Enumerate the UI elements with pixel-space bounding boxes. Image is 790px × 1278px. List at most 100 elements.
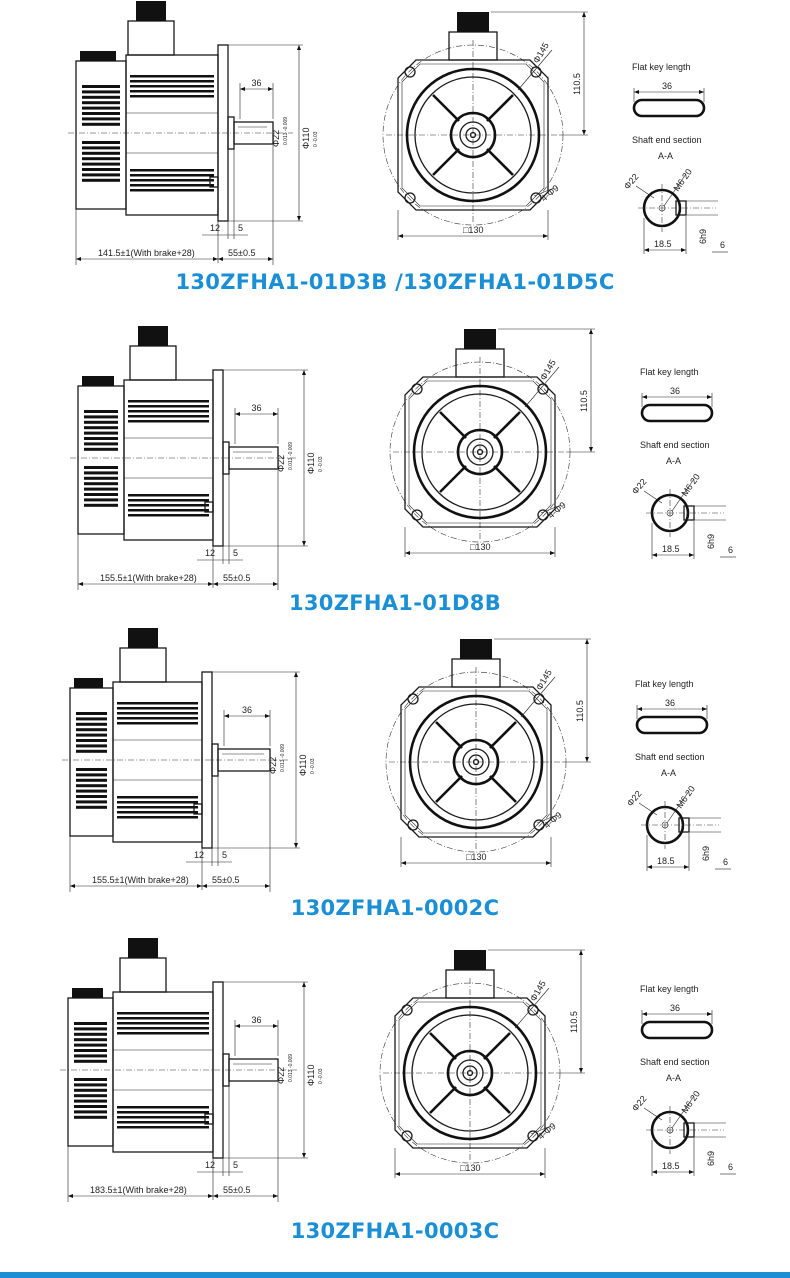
square-flange <box>397 59 549 211</box>
dim-6h9-text: 6h9 <box>706 534 716 549</box>
outer-ring <box>402 1005 538 1141</box>
encoder-rib <box>76 800 107 804</box>
encoder-rib <box>82 95 120 99</box>
dim-6-text: 6 <box>720 240 725 250</box>
body-fin <box>130 95 214 98</box>
encoder-rib <box>76 789 107 793</box>
dim-holes-text: 4-Φ9 <box>539 183 561 204</box>
mounting-hole <box>530 66 542 78</box>
dim-110-5-text: 110.5 <box>569 1011 579 1033</box>
dim-36-line-arrow-left <box>235 1024 240 1028</box>
body-fin <box>117 717 198 720</box>
encoder-rib <box>76 749 107 753</box>
mounting-hole <box>401 1004 413 1016</box>
body-fin <box>128 405 209 408</box>
encoder-rib <box>74 1078 107 1081</box>
leader-phi145 <box>514 987 550 1029</box>
dim-55-line-arrow-left <box>218 257 223 261</box>
front-connector-plug <box>457 12 489 32</box>
section-phi22-text: Φ22 <box>625 789 644 809</box>
dim-phi145-text: Φ145 <box>528 979 548 1003</box>
dim-phi145-text: Φ145 <box>538 358 558 382</box>
outer-ring-inner <box>417 703 535 821</box>
dim-110-5-line-arrow-top <box>582 12 586 17</box>
flat-key-shape <box>640 403 714 423</box>
shaft-center <box>472 758 480 766</box>
encoder-rib <box>82 141 120 144</box>
encoder-rib <box>82 157 120 161</box>
encoder-rib <box>76 744 107 748</box>
dim-phi22-tol: 0.013 -0.009 <box>288 1054 294 1082</box>
power-connector-plug <box>128 938 158 958</box>
dim-130-text: □130 <box>466 852 486 862</box>
leader-phi145 <box>524 366 560 408</box>
dim-18-5-text: 18.5 <box>662 544 680 554</box>
hub-inner <box>456 1059 484 1087</box>
key-36-line-arrow-left <box>642 395 647 399</box>
body-fin <box>117 806 198 809</box>
flat-key-shape <box>635 715 709 735</box>
front-connector-plug <box>464 329 496 349</box>
dim-36-text: 36 <box>252 1015 262 1025</box>
body-fin <box>130 169 214 172</box>
encoder-rib <box>84 493 118 496</box>
body-fin <box>117 801 198 804</box>
encoder-rib <box>74 1110 107 1114</box>
dim-6-text: 6 <box>723 857 728 867</box>
encoder-rib <box>84 431 118 435</box>
dim-phi145-text: Φ145 <box>531 41 551 65</box>
dim-phi110-line-arrow-bottom <box>302 1153 306 1158</box>
body-fin <box>117 712 198 715</box>
output-shaft <box>228 446 279 470</box>
model-title-3: 130ZFHA1-0002C <box>290 896 500 920</box>
encoder-cap <box>69 687 114 837</box>
spoke <box>429 1086 457 1114</box>
mounting-hole <box>537 383 549 395</box>
dim-110-5-line-arrow-bottom <box>579 1068 583 1073</box>
dim-18-5-line-arrow-left <box>652 553 657 557</box>
section-phi22-text: Φ22 <box>630 477 649 497</box>
encoder-rib <box>76 805 107 809</box>
dim-phi110-line-arrow-top <box>294 672 298 677</box>
body-fin <box>130 189 214 192</box>
body-fin <box>117 1111 209 1114</box>
encoder-rib <box>74 1022 107 1025</box>
key-36-line-arrow-right <box>702 707 707 711</box>
mounting-hole <box>404 192 416 204</box>
key-36-text: 36 <box>662 81 672 91</box>
encoder-rib <box>74 1099 107 1103</box>
spoke <box>432 148 460 176</box>
shaft-section-title: Shaft end section <box>632 135 702 145</box>
section-phi22-text: Φ22 <box>622 172 641 192</box>
dim-110-5-line-arrow-top <box>579 950 583 955</box>
key-36-line-arrow-right <box>707 1012 712 1016</box>
encoder-rib <box>84 487 118 491</box>
dim-phi110-text: Φ110 <box>298 754 308 776</box>
body-fin <box>117 1022 209 1025</box>
output-shaft <box>233 121 274 145</box>
leader-phi22 <box>635 185 655 199</box>
encoder-rib <box>76 712 107 715</box>
dim-110-5-line-arrow-top <box>589 329 593 334</box>
body-fin <box>117 811 198 814</box>
dim-55-line-arrow-left <box>213 582 218 586</box>
dim-55-line-arrow-left <box>213 1194 218 1198</box>
encoder-rib <box>84 482 118 486</box>
dim-5-text: 5 <box>222 850 227 860</box>
hub-ring <box>456 428 504 476</box>
section-label: A-A <box>666 1073 681 1083</box>
dim-phi22-tol: 0.013 -0.009 <box>288 442 294 470</box>
spoke <box>435 775 463 803</box>
encoder-rib <box>82 112 120 115</box>
shaft-circle <box>465 127 481 143</box>
encoder-rib <box>74 1043 107 1047</box>
dim-length-text: 155.5±1(With brake+28) <box>100 573 197 583</box>
model-title-4: 130ZFHA1-0003C <box>290 1219 500 1243</box>
section-m6-text: M6 20 <box>671 167 694 193</box>
body-fin <box>128 499 209 502</box>
mounting-hole <box>411 509 423 521</box>
